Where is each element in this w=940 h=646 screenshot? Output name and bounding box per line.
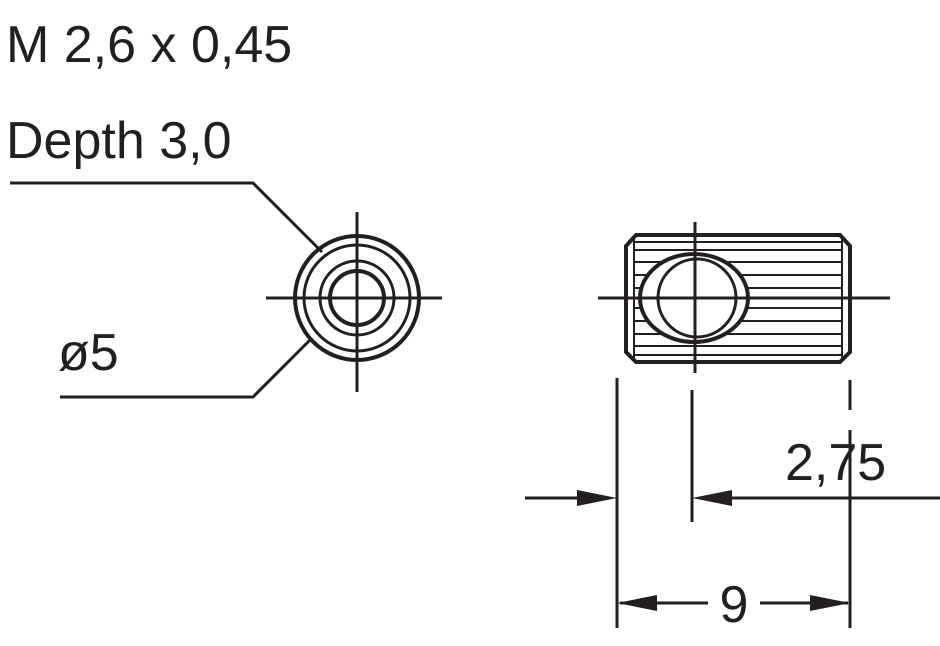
diameter-leader-line <box>60 338 312 399</box>
depth-label: Depth 3,0 <box>6 112 232 170</box>
length-dimension-label: 9 <box>720 576 749 634</box>
side-view <box>598 222 890 373</box>
depth-leader-line <box>10 181 324 254</box>
diameter-label: ø5 <box>58 324 119 382</box>
front-view <box>266 212 442 392</box>
offset-dimension-label: 2,75 <box>785 434 886 492</box>
thread-label: M 2,6 x 0,45 <box>6 16 292 74</box>
dimensions: 2,75 9 <box>525 378 940 634</box>
